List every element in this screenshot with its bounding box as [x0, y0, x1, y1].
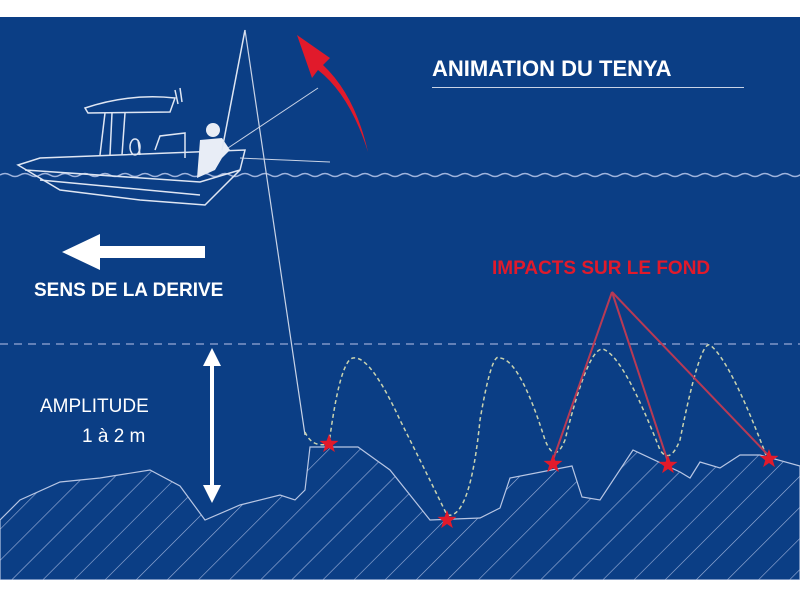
impact-star-icon: [437, 510, 457, 529]
drift-arrow-icon: [62, 234, 205, 270]
impact-star-icon: [759, 449, 779, 468]
tenya-path: [304, 344, 767, 516]
impact-star-icon: [658, 455, 678, 474]
amplitude-arrow-icon: [203, 348, 221, 503]
water-surface: [0, 172, 800, 178]
fishing-line-bottom: [239, 157, 331, 163]
title-underline: [432, 87, 744, 88]
diagram-title: ANIMATION DU TENYA: [432, 56, 672, 81]
drift-direction-label: SENS DE LA DERIVE: [34, 280, 224, 301]
impact-pointers: [552, 291, 770, 463]
amplitude-label: AMPLITUDE: [40, 396, 149, 417]
impact-star-icon: [319, 434, 339, 453]
impacts-label: IMPACTS SUR LE FOND: [492, 258, 711, 279]
fishing-line: [244, 29, 306, 436]
boat-icon: [16, 87, 246, 206]
fishing-rod-lowered: [227, 87, 319, 149]
fishing-rod: [221, 29, 246, 151]
impact-star-icon: [543, 454, 563, 473]
jerk-arrow-icon: [297, 35, 368, 152]
seabed: [0, 446, 800, 580]
amplitude-value: 1 à 2 m: [82, 426, 146, 447]
